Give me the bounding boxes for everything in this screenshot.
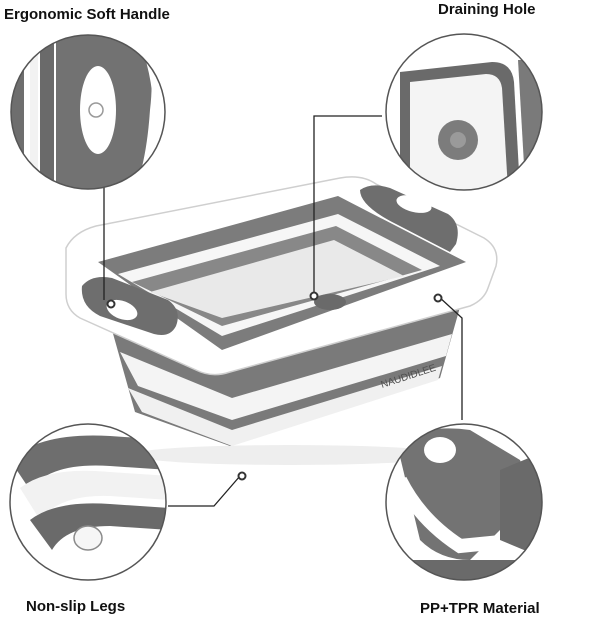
drain-hole-shape xyxy=(314,294,346,310)
leader-dots xyxy=(106,291,443,481)
handle-zoom-circle xyxy=(10,34,166,190)
callout-label-material: PP+TPR Material xyxy=(420,600,540,617)
drain-zoom-circle xyxy=(385,33,543,191)
callout-label-legs: Non-slip Legs xyxy=(26,598,126,615)
callout-label-handle: Ergonomic Soft Handle xyxy=(4,6,170,23)
material-zoom-circle xyxy=(385,423,543,581)
leader-lines xyxy=(103,115,463,507)
collapsible-basin: NAUDIDLEE xyxy=(65,176,498,465)
callout-label-drain: Draining Hole xyxy=(438,1,536,18)
legs-zoom-circle xyxy=(9,423,167,581)
